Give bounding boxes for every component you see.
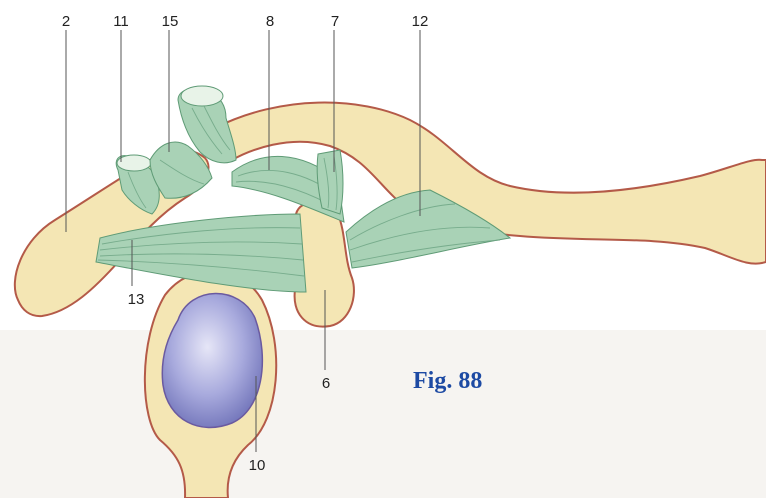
background-wash xyxy=(0,330,766,498)
figure-caption: Fig. 88 xyxy=(413,368,482,394)
label-13: 13 xyxy=(128,291,145,308)
label-10: 10 xyxy=(249,457,266,474)
label-2: 2 xyxy=(62,13,70,30)
label-15: 15 xyxy=(162,13,179,30)
label-8: 8 xyxy=(266,13,274,30)
label-12: 12 xyxy=(412,13,429,30)
label-11: 11 xyxy=(113,13,129,30)
label-6: 6 xyxy=(322,375,330,392)
label-7: 7 xyxy=(331,13,339,30)
ligament-7 xyxy=(317,150,343,214)
